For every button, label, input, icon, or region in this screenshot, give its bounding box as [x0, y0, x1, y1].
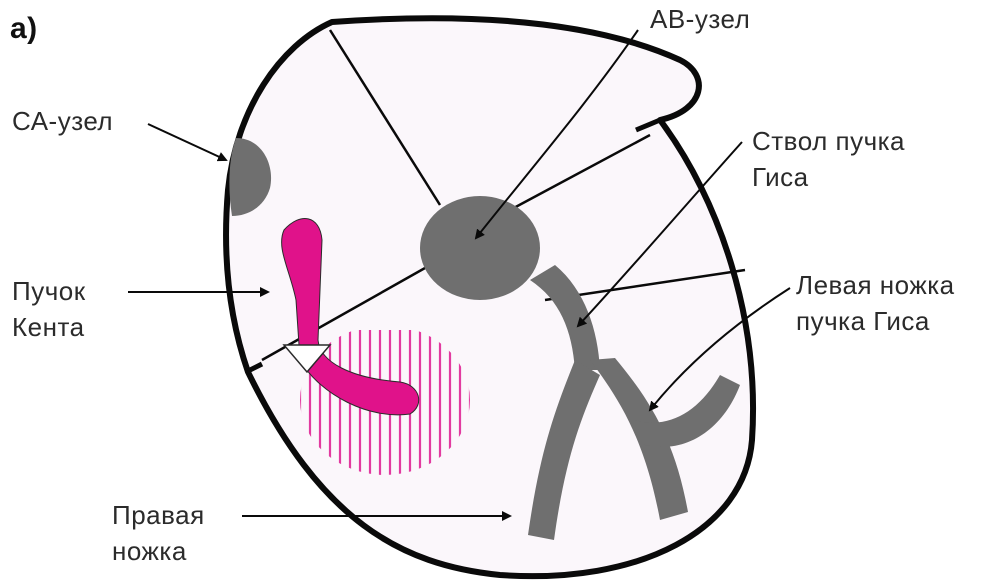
kent-label-line1: Пучок: [12, 276, 86, 306]
av-node-label: АВ-узел: [650, 4, 750, 34]
left-branch-label-line2: пучка Гиса: [796, 306, 930, 336]
left-branch-label-line1: Левая ножка: [796, 270, 955, 300]
his-trunk-label-line1: Ствол пучка: [752, 126, 905, 156]
panel-label: а): [10, 14, 38, 44]
av-node: [420, 196, 540, 300]
right-branch-label-line2: ножка: [112, 536, 187, 566]
sa-node-label: СА-узел: [12, 106, 113, 136]
his-trunk-label-line2: Гиса: [752, 162, 809, 192]
kent-label-line2: Кента: [12, 312, 85, 342]
sa-node-leader: [148, 124, 226, 160]
right-branch-label-line1: Правая: [112, 500, 205, 530]
